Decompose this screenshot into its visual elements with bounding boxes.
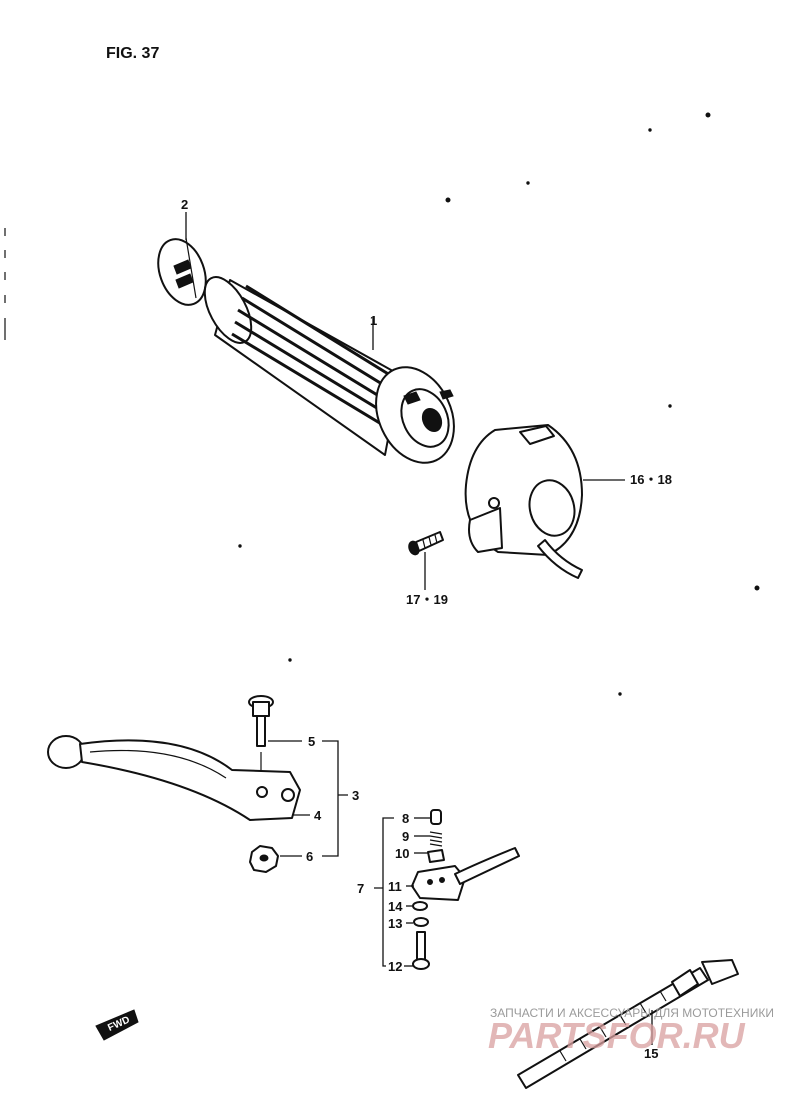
- callout-8: 8: [402, 811, 409, 826]
- holder-screw: [408, 531, 444, 556]
- grip-end-cap: [157, 237, 207, 306]
- callout-13: 13: [388, 916, 402, 931]
- figure-title: FIG. 37: [106, 45, 159, 62]
- callout-14: 14: [388, 899, 403, 914]
- watermark-tagline: ЗАПЧАСТИ И АКСЕССУАРЫ ДЛЯ МОТОТЕХНИКИ: [490, 1006, 774, 1020]
- callout-9: 9: [402, 829, 409, 844]
- pivot-bolt: [248, 695, 274, 770]
- bracket-3: [322, 740, 348, 857]
- fwd-arrow-icon: FWD: [95, 1009, 139, 1041]
- callout-16-18: 16・18: [630, 472, 672, 487]
- scan-specks: [238, 112, 760, 696]
- callout-5: 5: [308, 734, 315, 749]
- callout-3: 3: [352, 788, 359, 803]
- callout-7: 7: [357, 881, 364, 896]
- bracket-7: [374, 817, 394, 967]
- lever-nut: [249, 845, 279, 873]
- watermark: ЗАПЧАСТИ И АКСЕССУАРЫ ДЛЯ МОТОТЕХНИКИ PA…: [488, 1006, 774, 1056]
- callout-6: 6: [306, 849, 313, 864]
- handlebar-grip: [203, 276, 455, 464]
- switch-holder: [464, 424, 583, 579]
- callout-4: 4: [314, 808, 322, 823]
- cable-tie: [517, 959, 739, 1089]
- callout-10: 10: [395, 846, 409, 861]
- adjuster-assembly: [411, 809, 520, 970]
- callout-2: 2: [181, 197, 188, 212]
- clutch-lever: [47, 735, 301, 821]
- callout-12: 12: [388, 959, 402, 974]
- callout-17-19: 17・19: [406, 592, 448, 607]
- callout-1: 1: [370, 313, 377, 328]
- callout-11: 11: [388, 879, 402, 894]
- watermark-brand: PARTSFOR.RU: [488, 1015, 746, 1056]
- callout-15: 15: [644, 1046, 658, 1061]
